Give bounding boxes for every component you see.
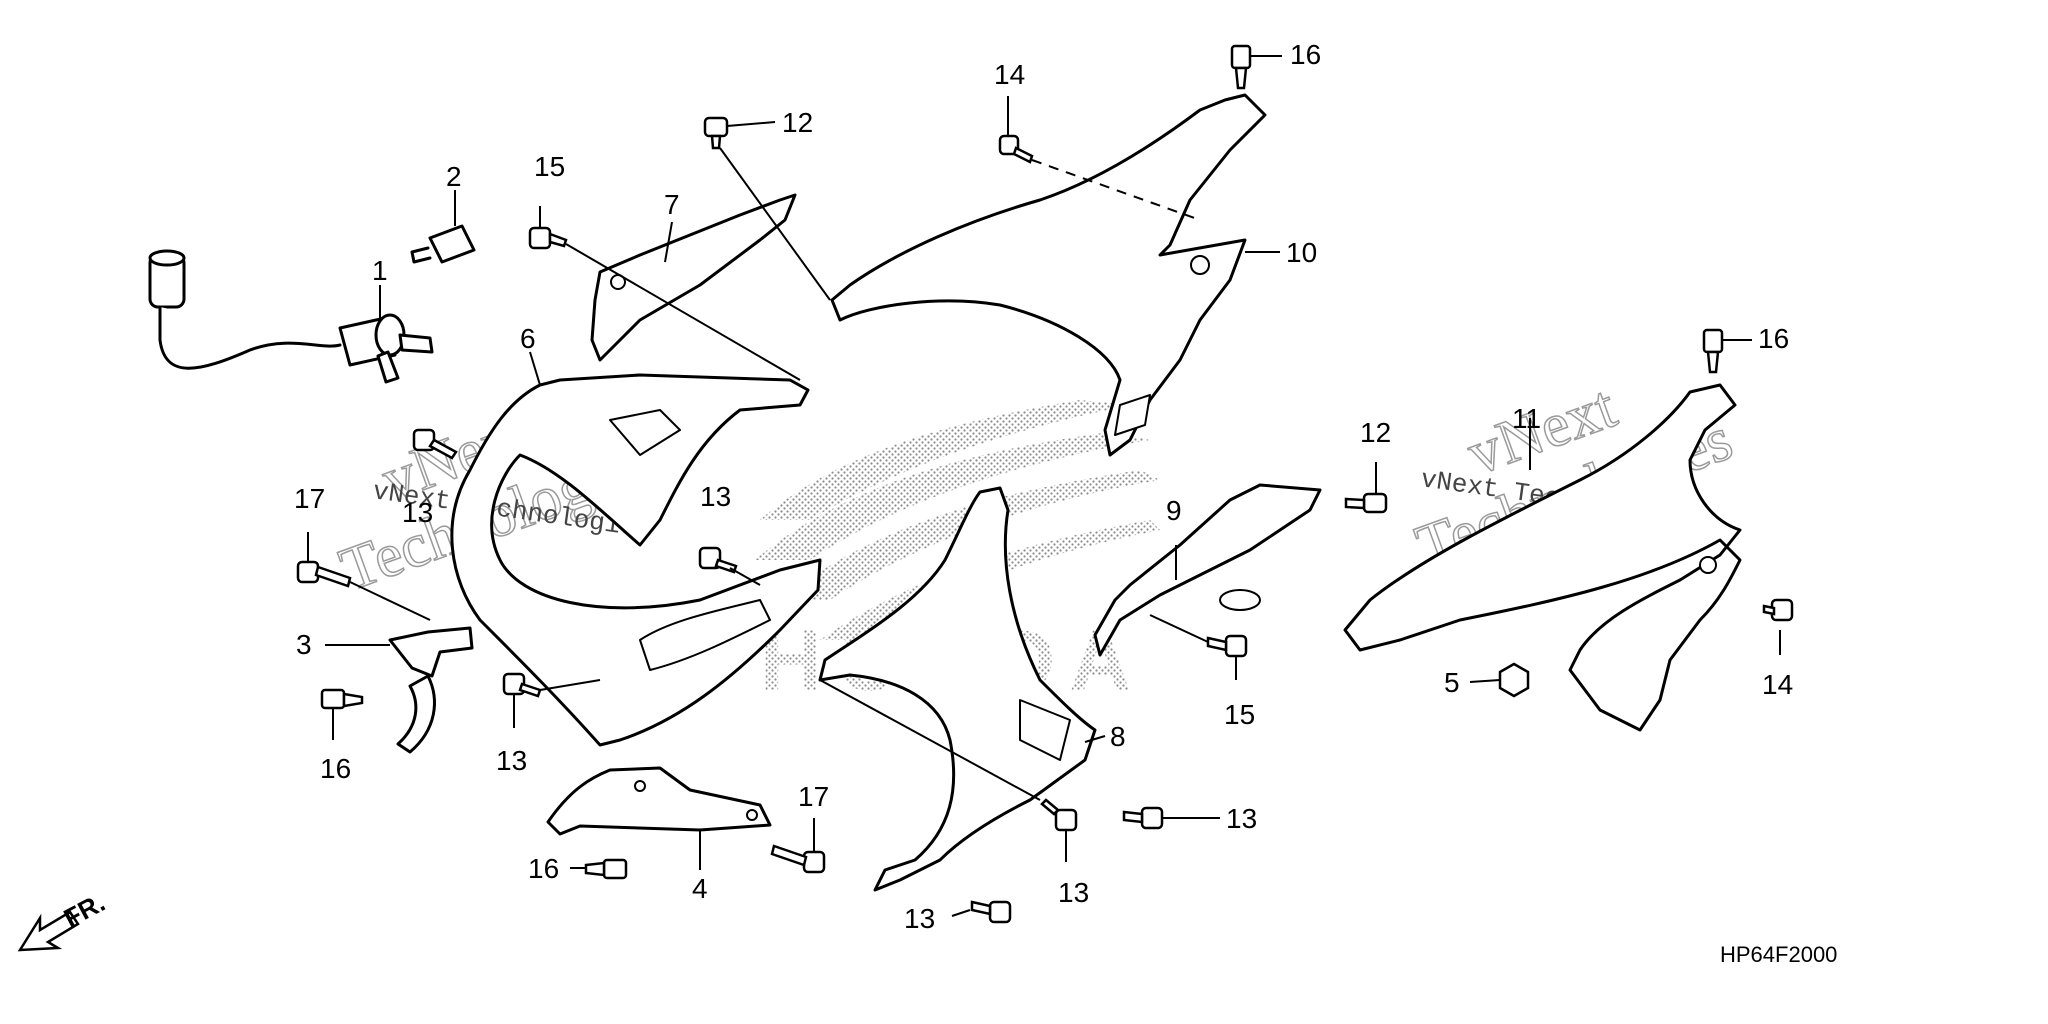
callout-13d: 13 [1058, 877, 1089, 908]
callout-17a: 17 [294, 483, 325, 514]
fastener-bolt-14b [1762, 598, 1794, 622]
callout-16d: 16 [528, 853, 559, 884]
callout-16c: 16 [320, 753, 351, 784]
fastener-bolt-17b [770, 844, 826, 874]
callout-2: 2 [446, 161, 462, 192]
callout-5: 5 [1444, 667, 1460, 698]
fastener-bolt-16d [584, 858, 628, 880]
callout-14a: 14 [994, 59, 1025, 90]
part-1-ignition-switch [148, 249, 434, 384]
part-3-bracket [388, 626, 474, 754]
diagram-code: HP64F2000 [1720, 942, 1837, 967]
callout-16b: 16 [1758, 323, 1789, 354]
callout-labels: 1 2 3 4 5 6 7 8 9 10 11 12 12 13 13 13 1… [294, 39, 1793, 934]
callout-15a: 15 [534, 151, 565, 182]
part-10-upper-cover [830, 93, 1267, 457]
fastener-nut-5 [1498, 662, 1530, 698]
callout-12a: 12 [782, 107, 813, 138]
part-4-bracket [546, 766, 772, 836]
callout-7: 7 [664, 189, 680, 220]
callout-1: 1 [372, 255, 388, 286]
callout-13a: 13 [402, 497, 433, 528]
fastener-bolt-13a [412, 428, 458, 460]
callout-6: 6 [520, 323, 536, 354]
callout-13f: 13 [904, 903, 935, 934]
fastener-bolt-13c [502, 672, 542, 698]
callout-8: 8 [1110, 721, 1126, 752]
part-2-clip [410, 224, 476, 264]
fastener-bolt-16c [320, 688, 364, 710]
callout-16a: 16 [1290, 39, 1321, 70]
fastener-bolt-12a [703, 116, 729, 150]
front-direction-indicator: FR. [17, 887, 110, 952]
fastener-bolt-16a [1230, 44, 1252, 90]
callout-13c: 13 [496, 745, 527, 776]
fastener-bolt-13d [1040, 798, 1078, 832]
part-8-lower-cover [818, 486, 1097, 892]
part-11-right-side-cover [1343, 383, 1742, 732]
part-6-left-side-cover [450, 373, 822, 747]
callout-12b: 12 [1360, 417, 1391, 448]
callout-3: 3 [296, 629, 312, 660]
part-9-side-piece [1093, 483, 1322, 657]
callout-17b: 17 [798, 781, 829, 812]
fastener-bolt-15a [528, 226, 568, 250]
leader-lines [307, 55, 1781, 917]
fastener-bolt-12b [1344, 492, 1388, 514]
callout-14b: 14 [1762, 669, 1793, 700]
callout-10: 10 [1286, 237, 1317, 268]
fastener-bolt-13f [970, 900, 1012, 924]
fastener-bolt-14a [998, 134, 1034, 164]
part-7-cover [590, 193, 797, 362]
front-arrow-icon [17, 910, 80, 952]
fastener-bolt-15b [1206, 634, 1248, 658]
callout-13e: 13 [1226, 803, 1257, 834]
callout-11: 11 [1512, 403, 1541, 434]
callout-9: 9 [1166, 495, 1182, 526]
fastener-bolt-13e [1122, 806, 1164, 830]
callout-15b: 15 [1224, 699, 1255, 730]
fastener-bolt-16b [1702, 328, 1724, 374]
callout-4: 4 [692, 873, 708, 904]
callout-13b: 13 [700, 481, 731, 512]
